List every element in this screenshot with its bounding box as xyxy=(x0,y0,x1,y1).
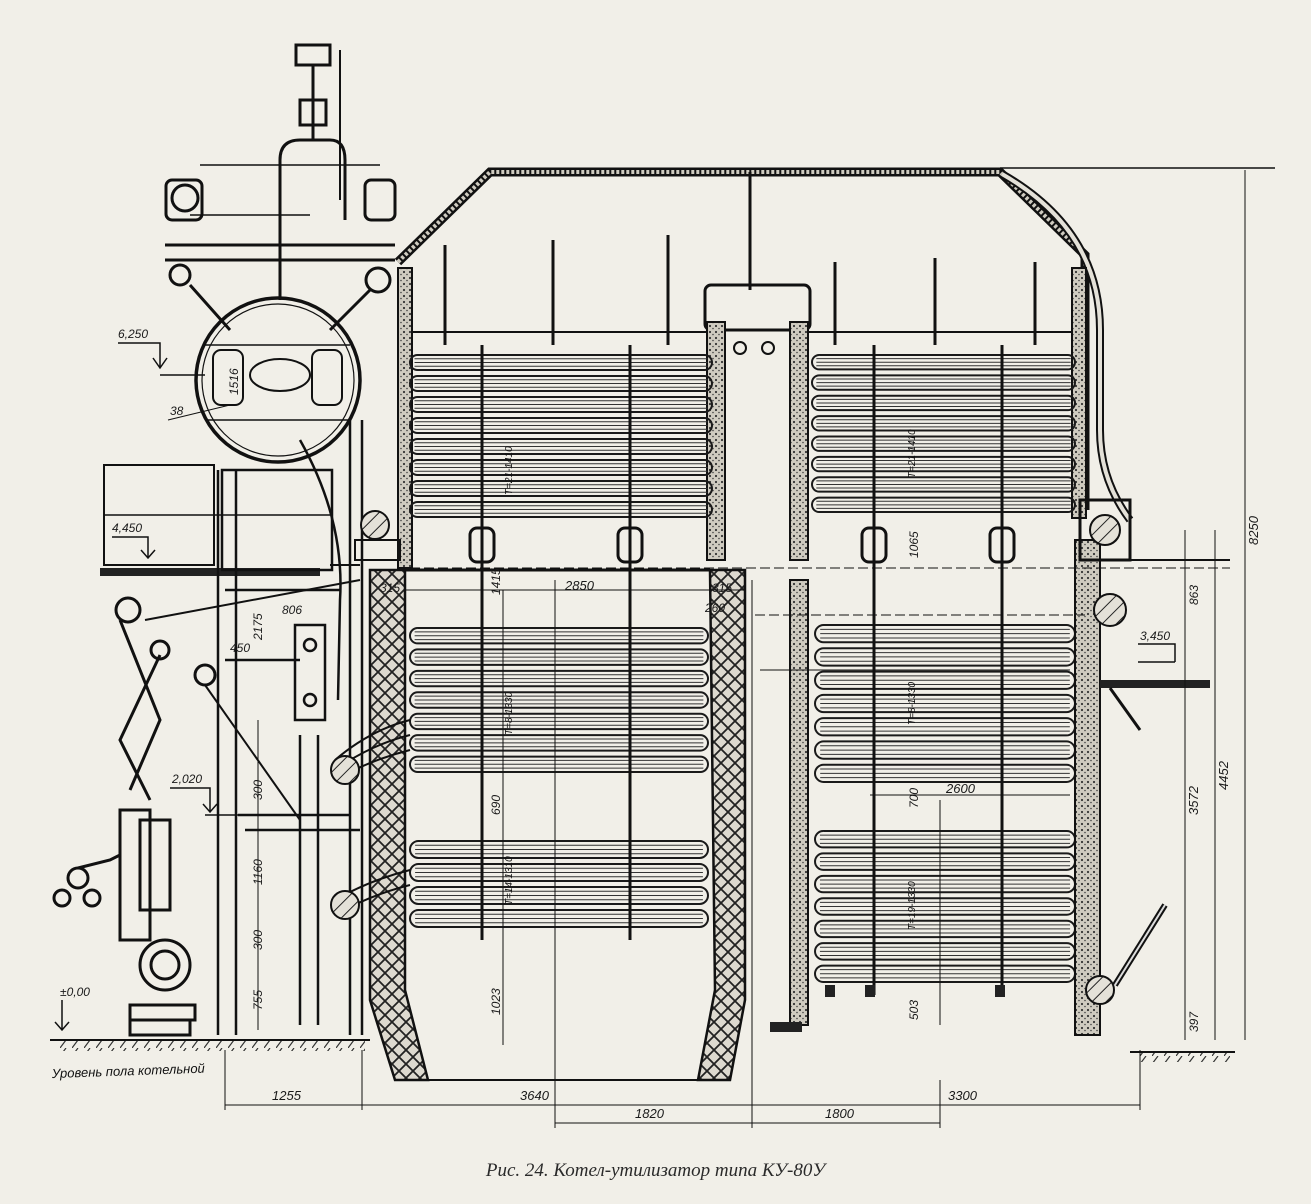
bundle-label-6: Т=19-1330 xyxy=(907,881,918,930)
level-markers xyxy=(54,342,1176,1032)
furnace-shaft xyxy=(368,568,747,1082)
dim-863: 863 xyxy=(1187,585,1201,605)
vertical-dim-labels: 8250 4452 3572 863 1415 690 1023 1065 70… xyxy=(251,515,1261,1032)
bottom-dim-labels: 1255 3640 1820 1800 3300 xyxy=(272,1088,978,1121)
tube-bundle xyxy=(409,840,709,928)
level-2020: 2,020 xyxy=(171,772,202,786)
dim-3572: 3572 xyxy=(1186,785,1201,815)
dim-806: 806 xyxy=(282,603,302,617)
dim-397: 397 xyxy=(1187,1011,1201,1032)
downcomer-columns xyxy=(216,420,364,1035)
bundle-label-5: Т=8-1330 xyxy=(907,681,918,725)
dim-700: 700 xyxy=(907,788,921,808)
dimension-lines xyxy=(224,170,1246,1128)
right-wall xyxy=(1074,498,1230,1036)
floor-level-label: Уровень пола котельной xyxy=(51,1061,205,1081)
dim-690: 690 xyxy=(489,795,503,815)
dim-300-lower: 300 xyxy=(251,930,265,950)
tube-bundle xyxy=(811,354,1076,513)
riser-bends xyxy=(330,510,411,920)
dim-2175: 2175 xyxy=(251,613,265,641)
dim-300-upper: 300 xyxy=(251,780,265,800)
hanger-rods xyxy=(410,235,1075,345)
drum-labels: 1516 38 xyxy=(167,368,241,421)
dim-3640: 3640 xyxy=(520,1088,550,1103)
level-3450: 3,450 xyxy=(1140,629,1170,643)
level-zero: ±0,00 xyxy=(60,985,90,999)
dim-1820: 1820 xyxy=(635,1106,665,1121)
dim-315-left: 315 xyxy=(380,581,400,595)
bundle-label-3: Т=14-1310 xyxy=(504,856,515,905)
tube-bundle xyxy=(409,354,713,518)
tube-bundles xyxy=(409,354,1076,983)
dim-260: 260 xyxy=(704,601,725,615)
bundle-labels: Т=21-1410 Т=8-1330 Т=14-1310 Т=21-1410 Т… xyxy=(504,429,918,930)
drum-dim-1516: 1516 xyxy=(227,368,241,395)
bottom-feet xyxy=(770,985,1005,1032)
dim-1160: 1160 xyxy=(251,859,265,885)
dim-450: 450 xyxy=(230,641,250,655)
level-4450: 4,450 xyxy=(112,521,142,535)
level-labels: 6,250 4,450 3,450 2,020 ±0,00 xyxy=(60,327,1170,999)
safety-valve-assembly xyxy=(164,43,397,332)
dim-503: 503 xyxy=(907,1000,921,1020)
dim-1415: 1415 xyxy=(489,568,503,595)
dim-1065: 1065 xyxy=(907,531,921,558)
steam-drum xyxy=(194,296,362,464)
dim-315-right: 315 xyxy=(712,581,732,595)
dim-755: 755 xyxy=(251,990,265,1010)
figure-caption: Рис. 24. Котел-утилизатор типа КУ-80У xyxy=(485,1160,826,1181)
dim-1800: 1800 xyxy=(825,1106,855,1121)
left-lining xyxy=(397,267,1087,569)
dim-3300: 3300 xyxy=(948,1088,978,1103)
drum-dim-38: 38 xyxy=(170,404,184,418)
header-clamps xyxy=(468,526,1016,564)
tube-bundle xyxy=(814,624,1076,783)
level-6250: 6,250 xyxy=(118,327,148,341)
dim-2850: 2850 xyxy=(564,578,595,593)
pump-assembly xyxy=(52,579,361,1037)
horizontal-dim-labels: 2850 2600 315 315 260 450 806 xyxy=(230,578,976,796)
bundle-label-1: Т=21-1410 xyxy=(504,446,515,495)
floor-line xyxy=(50,1039,1235,1062)
bundle-label-2: Т=8-1330 xyxy=(504,691,515,735)
dim-8250: 8250 xyxy=(1246,515,1261,545)
bundle-label-4: Т=21-1410 xyxy=(907,429,918,478)
dim-1255: 1255 xyxy=(272,1088,302,1103)
dim-4452: 4452 xyxy=(1216,760,1231,790)
tube-bundle xyxy=(814,830,1076,983)
dim-1023: 1023 xyxy=(489,988,503,1015)
tube-bundle xyxy=(409,627,709,773)
dim-2600: 2600 xyxy=(945,781,976,796)
